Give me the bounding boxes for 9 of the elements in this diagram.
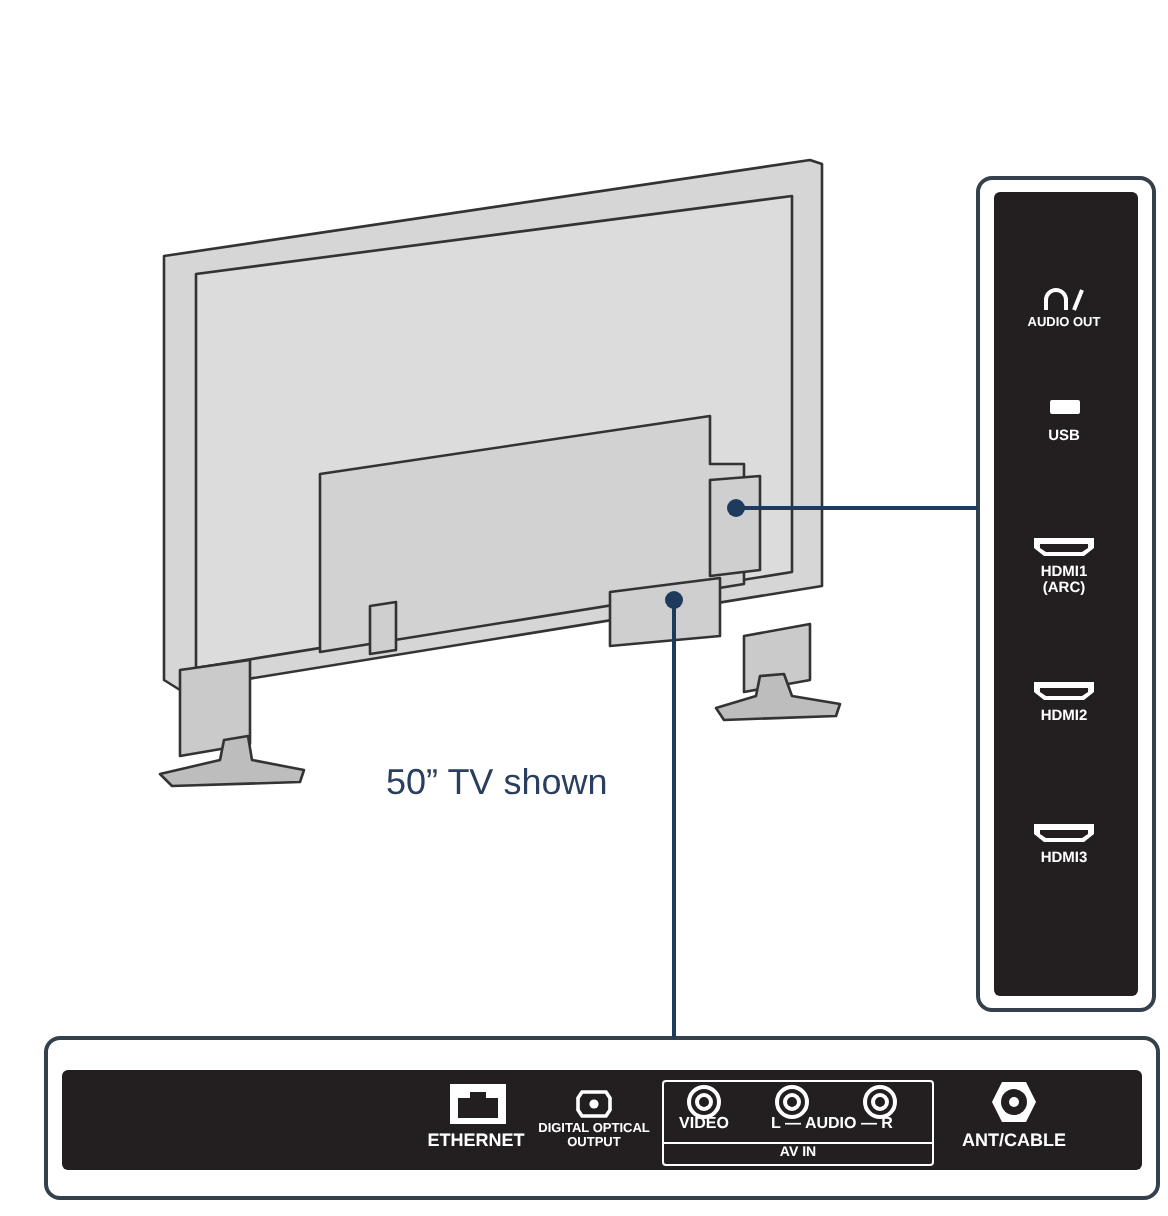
av-in-box	[662, 1080, 934, 1166]
leader-line	[727, 499, 978, 517]
port-label: ANT/CABLE	[960, 1132, 1068, 1152]
port-label: VIDEO	[677, 1116, 731, 1134]
rear-panel-callout	[44, 1036, 1160, 1200]
side-panel-callout	[976, 176, 1156, 1012]
port-label: ETHERNET	[425, 1132, 527, 1152]
leader-line	[665, 591, 683, 1038]
node-label: 50” TV shown	[386, 762, 608, 804]
